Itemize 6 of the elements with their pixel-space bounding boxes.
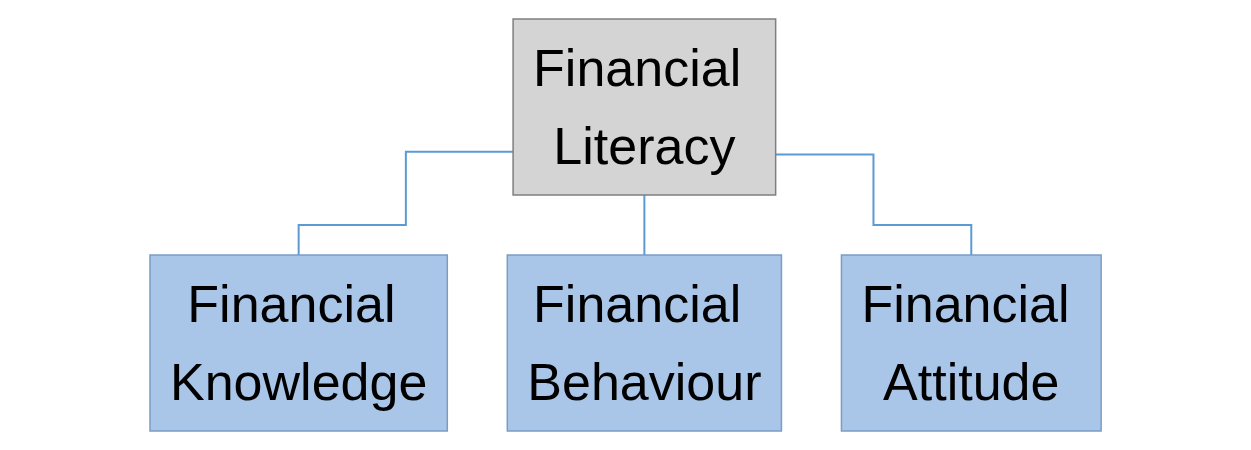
connector <box>643 194 646 256</box>
connector <box>297 150 514 256</box>
node-box: Financial Literacy <box>512 18 777 196</box>
node-box: Financial Attitude <box>840 254 1102 432</box>
node-box: Financial Behaviour <box>506 254 783 432</box>
node-box: Financial Knowledge <box>149 254 448 432</box>
